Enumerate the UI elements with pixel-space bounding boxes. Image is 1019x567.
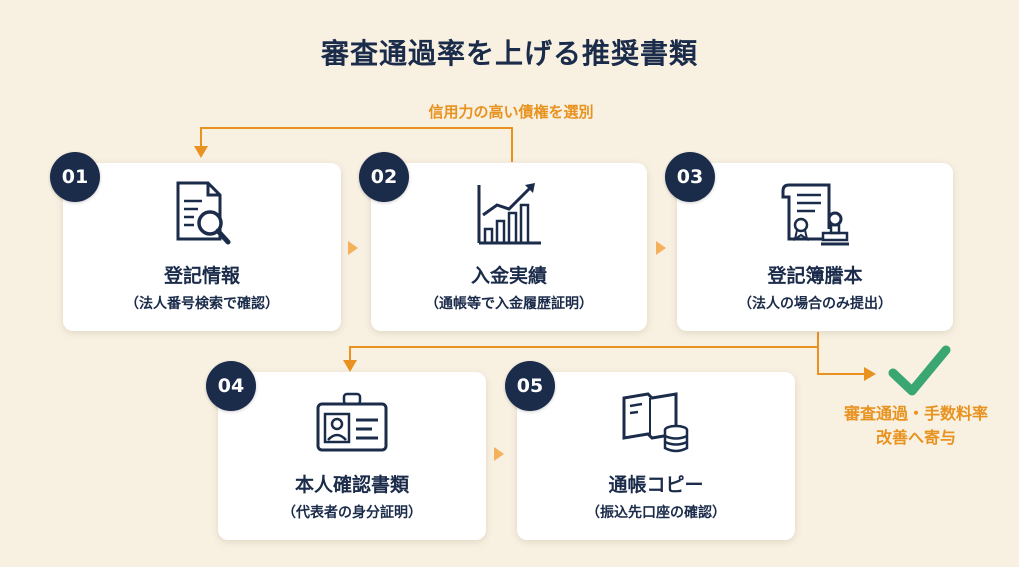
step-badge-05: 05: [505, 361, 555, 411]
step-card-04: 本人確認書類 （代表者の身分証明）: [218, 372, 486, 540]
chevron-4-5: [494, 447, 504, 461]
step-sub: （代表者の身分証明）: [282, 505, 422, 521]
page-title: 審査通過率を上げる推奨書類: [320, 37, 698, 70]
row-transition-arrow-head: [343, 360, 357, 372]
outcome-text: 審査通過・手数料率 改善へ寄与: [818, 402, 1014, 450]
certificate-stamp-icon: [781, 183, 849, 246]
step-badge-01: 01: [50, 152, 100, 202]
loop-arrow-top-head: [194, 146, 208, 158]
step-card-03: 登記簿謄本 （法人の場合のみ提出）: [677, 163, 953, 331]
outcome-line-1: 審査通過・手数料率: [843, 404, 988, 423]
document-search-icon: [176, 181, 231, 245]
chevron-1-2: [348, 241, 358, 255]
step-label: 入金実績: [470, 265, 547, 287]
id-card-icon: [316, 392, 388, 452]
step-badge-04: 04: [206, 361, 256, 411]
checkmark-icon: [888, 345, 951, 396]
step-label: 登記情報: [163, 265, 240, 287]
outcome-line-2: 改善へ寄与: [875, 428, 956, 447]
step-card-05: 通帳コピー （振込先口座の確認）: [517, 372, 795, 540]
chevron-2-3: [656, 241, 666, 255]
step-card-01: 登記情報 （法人番号検索で確認）: [63, 163, 341, 331]
step-sub: （通帳等で入金履歴証明）: [425, 296, 593, 312]
outcome-arrow: [817, 347, 866, 375]
step-label: 登記簿謄本: [767, 265, 863, 287]
step-label: 本人確認書類: [294, 474, 409, 496]
outcome-arrow-head: [864, 367, 876, 381]
row-transition-arrow: [349, 332, 819, 362]
step-sub: （法人の場合のみ提出）: [738, 296, 892, 312]
loop-arrow-top: [200, 127, 513, 162]
bar-chart-growth-icon: [477, 183, 541, 245]
passbook-coins-icon: [622, 392, 689, 453]
step-label: 通帳コピー: [608, 474, 704, 496]
step-sub: （法人番号検索で確認）: [125, 296, 279, 312]
step-card-02: 入金実績 （通帳等で入金履歴証明）: [371, 163, 647, 331]
top-arrow-note: 信用力の高い債権を選別: [428, 103, 594, 121]
step-badge-03: 03: [665, 152, 715, 202]
step-badge-02: 02: [359, 152, 409, 202]
step-sub: （振込先口座の確認）: [586, 505, 726, 521]
